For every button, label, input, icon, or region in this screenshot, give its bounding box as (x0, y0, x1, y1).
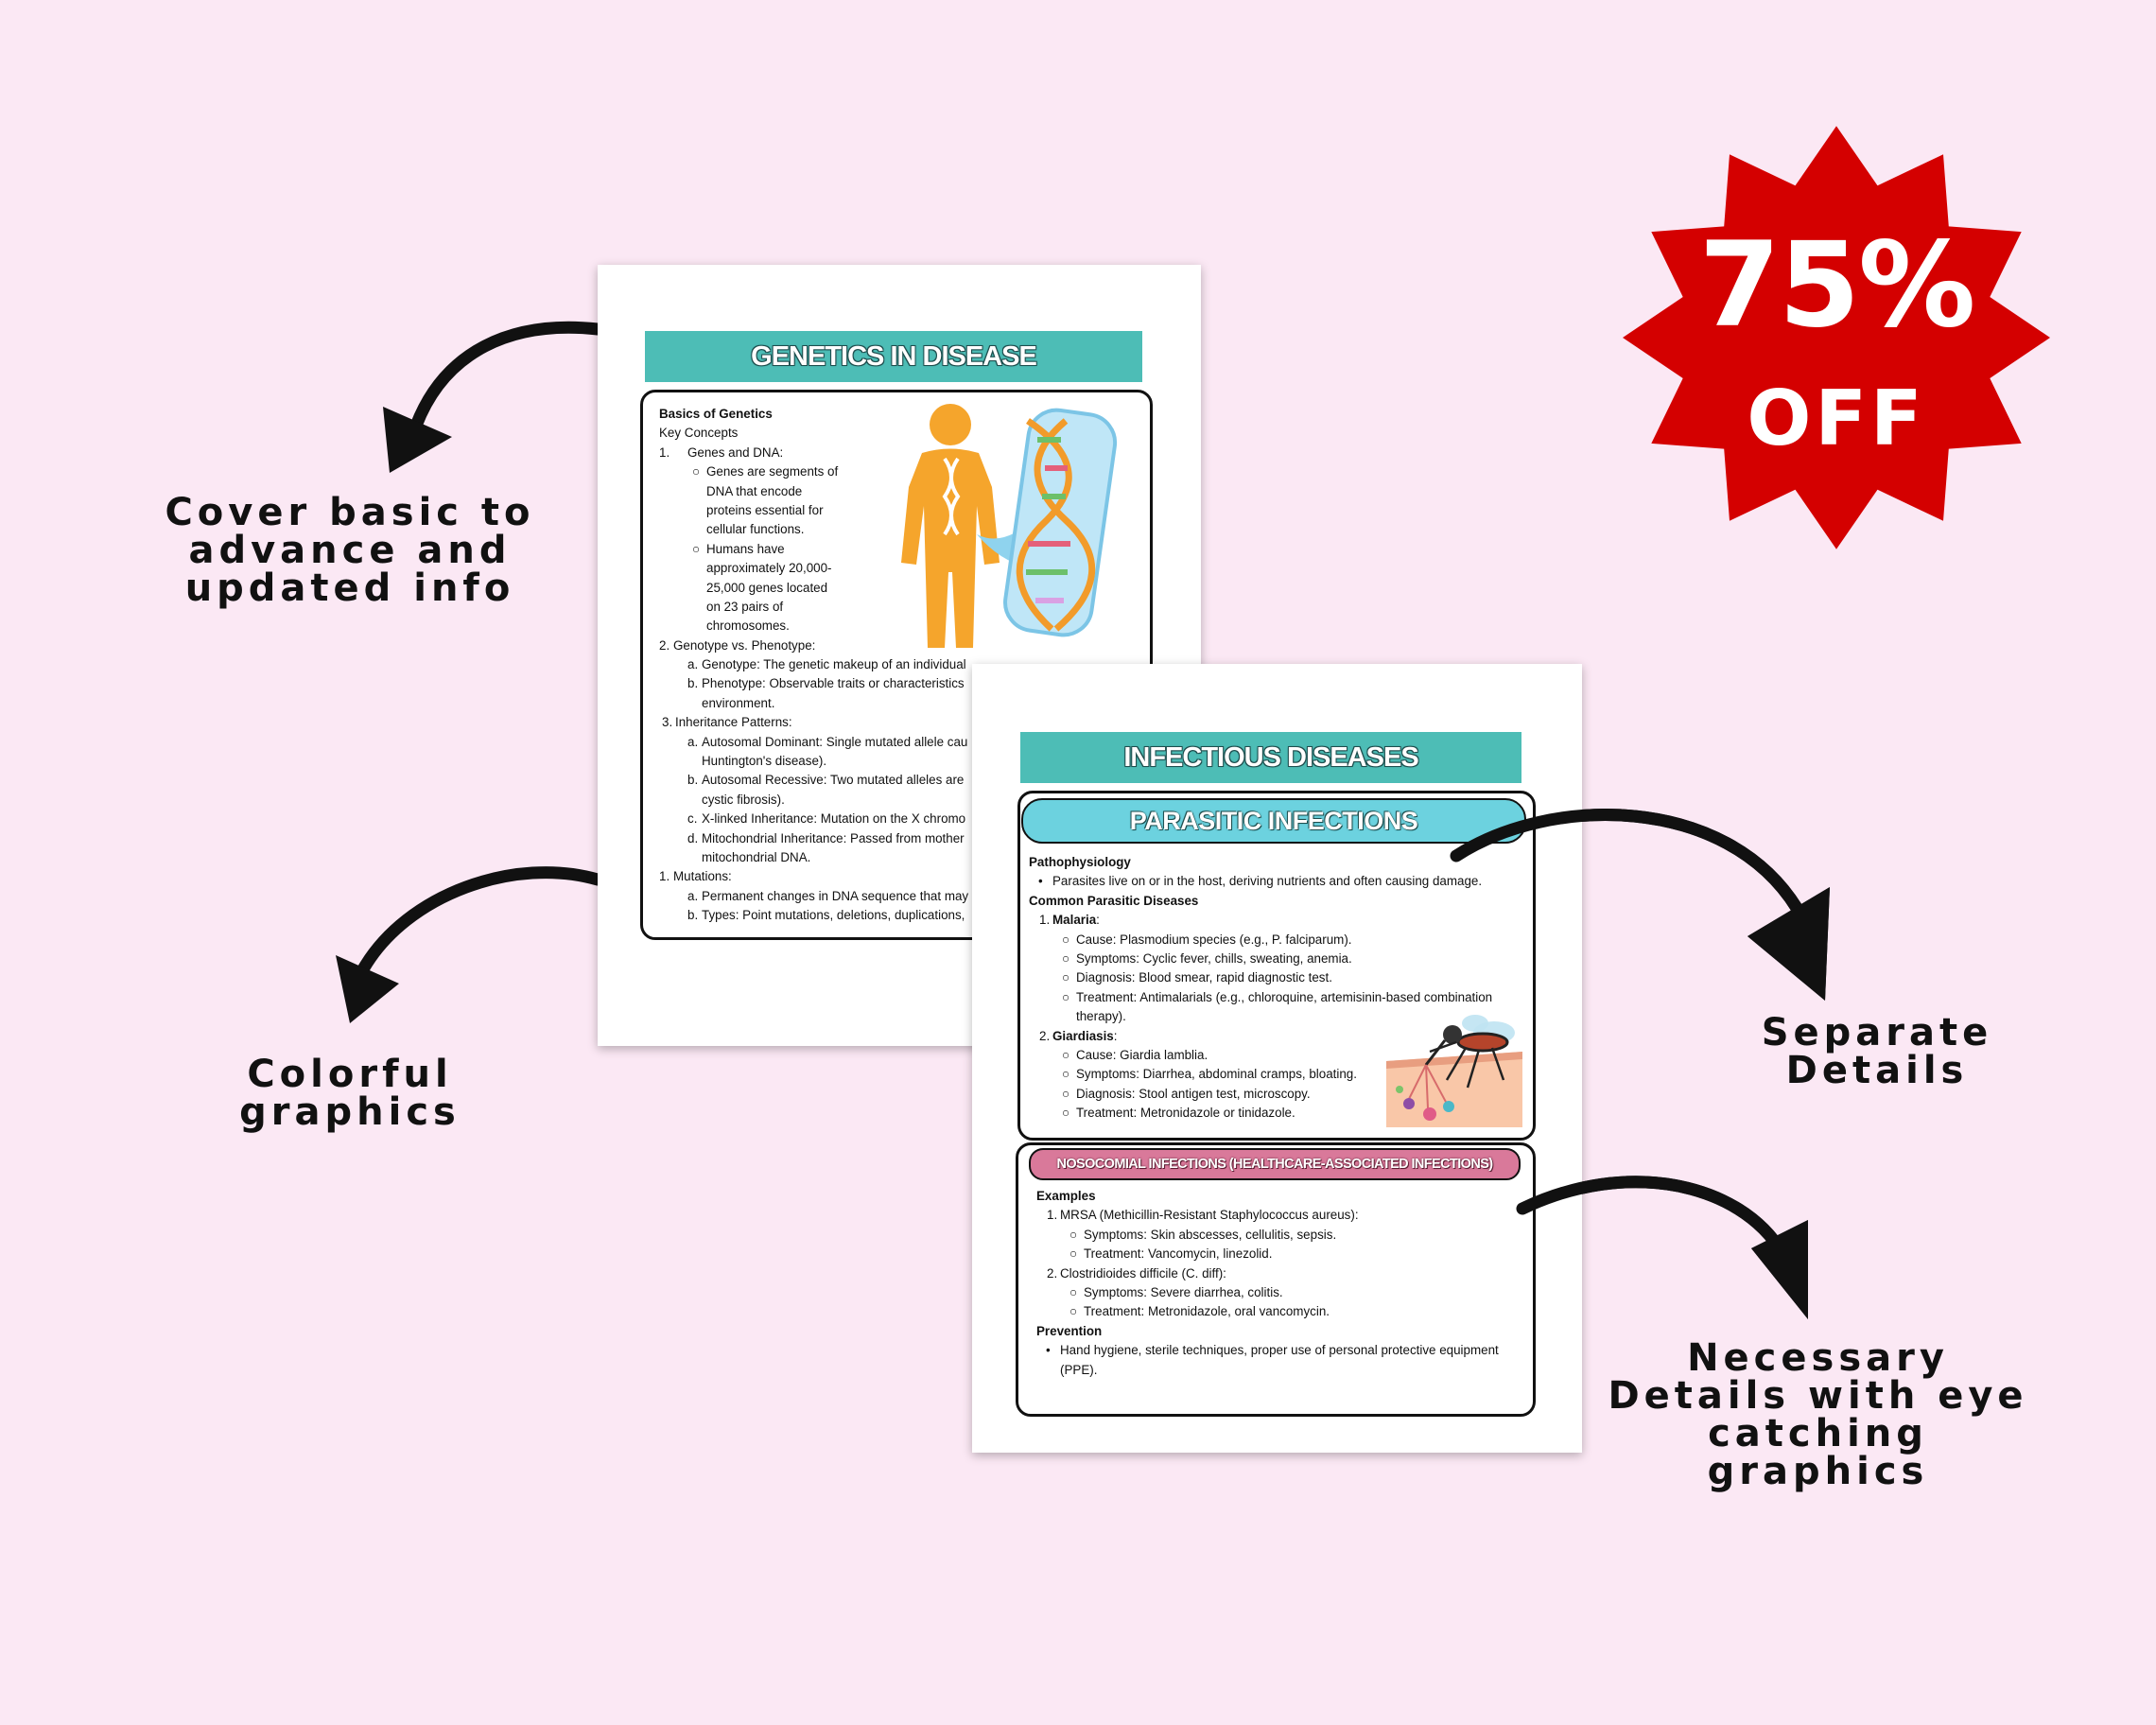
badge-percent: 75% (1698, 218, 1976, 354)
arrow-cover (409, 321, 604, 432)
page-title: GENETICS IN DISEASE (645, 331, 1142, 382)
parasitic-title: PARASITIC INFECTIONS (1021, 798, 1526, 844)
arrow-colorful (356, 866, 604, 976)
caption-necessary: Necessary Details with eye catching grap… (1608, 1336, 2028, 1493)
person-dna-illustration-icon (901, 404, 1118, 648)
badge-off: OFF (1747, 375, 1926, 462)
discount-starburst-icon (1623, 126, 2050, 549)
infectious-page: INFECTIOUS DISEASES PARASITIC INFECTIONS… (972, 664, 1582, 1453)
caption-colorful: Colorful graphics (239, 1053, 461, 1134)
caption-separate: Separate Details (1761, 1011, 1993, 1092)
nosocomial-frame (1016, 1142, 1536, 1417)
heading: Basics of Genetics (659, 407, 773, 421)
prevention-heading: Prevention (1036, 1323, 1103, 1338)
caption-cover: Cover basic to advance and updated info (165, 491, 535, 610)
examples-heading: Examples (1036, 1189, 1096, 1203)
mosquito-skin-illustration-icon (1386, 1015, 1522, 1127)
nosocomial-content: Examples 1.MRSA (Methicillin-Resistant S… (1036, 1189, 1499, 1377)
genetics-content: Basics of Genetics Key Concepts 1.Genes … (659, 407, 969, 923)
pathophysiology-heading: Pathophysiology (1029, 855, 1131, 869)
subheading: Key Concepts (659, 426, 739, 441)
nosocomial-title: NOSOCOMIAL INFECTIONS (HEALTHCARE-ASSOCI… (1029, 1148, 1521, 1180)
common-heading: Common Parasitic Diseases (1029, 893, 1199, 908)
page-title: INFECTIOUS DISEASES (1020, 732, 1521, 783)
parasitic-content: Pathophysiology •Parasites live on or in… (1029, 855, 1493, 1121)
parasitic-frame (1017, 791, 1536, 1141)
